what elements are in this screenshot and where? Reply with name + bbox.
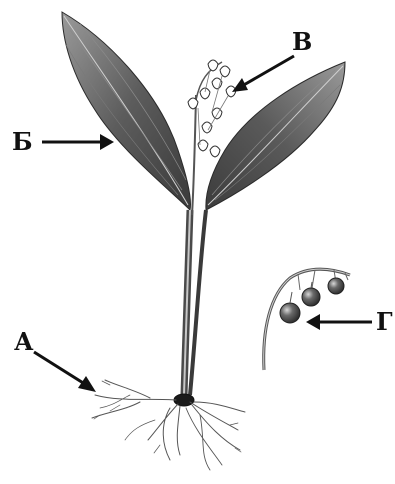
label-v: В — [292, 27, 312, 56]
left-leaf — [62, 12, 191, 210]
arrow-b — [42, 134, 114, 150]
right-leaf — [206, 62, 345, 210]
label-g: Г — [376, 307, 393, 336]
arrow-v — [232, 56, 294, 92]
roots — [92, 380, 245, 470]
arrow-g — [306, 314, 372, 330]
label-a: А — [14, 327, 34, 356]
arrow-a — [34, 352, 96, 392]
fruit-branch — [264, 269, 350, 370]
label-b: Б — [12, 127, 33, 156]
